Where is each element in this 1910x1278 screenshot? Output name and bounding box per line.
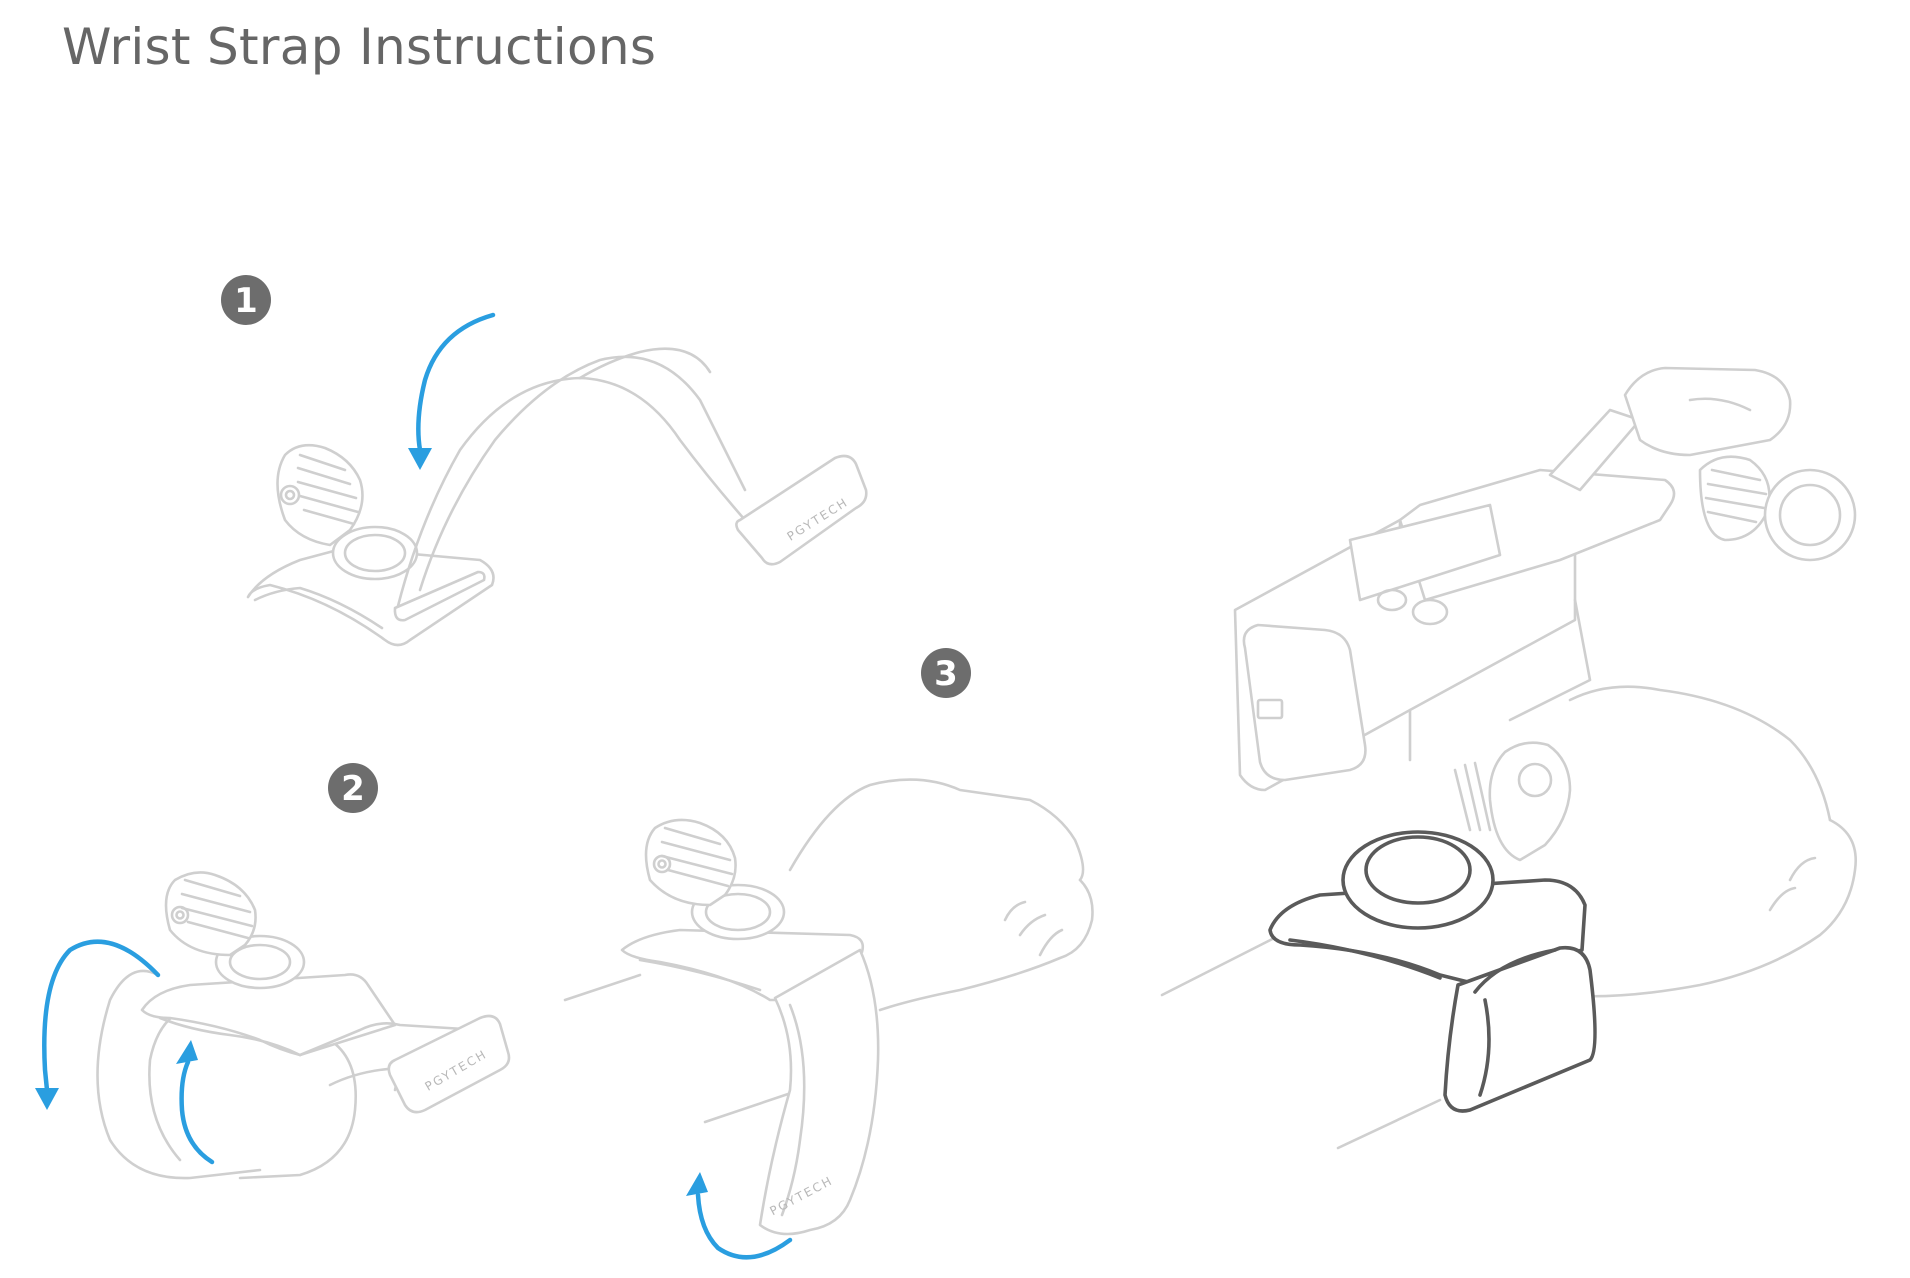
step-3b-illustration xyxy=(1160,366,1857,1150)
svg-text:3: 3 xyxy=(934,654,958,694)
step-1-badge: 1 xyxy=(221,275,271,325)
svg-text:2: 2 xyxy=(341,769,365,809)
gimbal-camera xyxy=(1233,366,1857,792)
step-2-illustration: 2 PGYTECH xyxy=(35,763,511,1180)
page-title: Wrist Strap Instructions xyxy=(62,18,657,76)
step-3-badge: 3 xyxy=(921,648,971,698)
step-2-badge: 2 xyxy=(328,763,378,813)
svg-text:1: 1 xyxy=(234,281,258,321)
step-3a-illustration: 3 PGYTECH xyxy=(563,648,1094,1260)
step-1-illustration: 1 PGYTECH xyxy=(221,275,868,647)
